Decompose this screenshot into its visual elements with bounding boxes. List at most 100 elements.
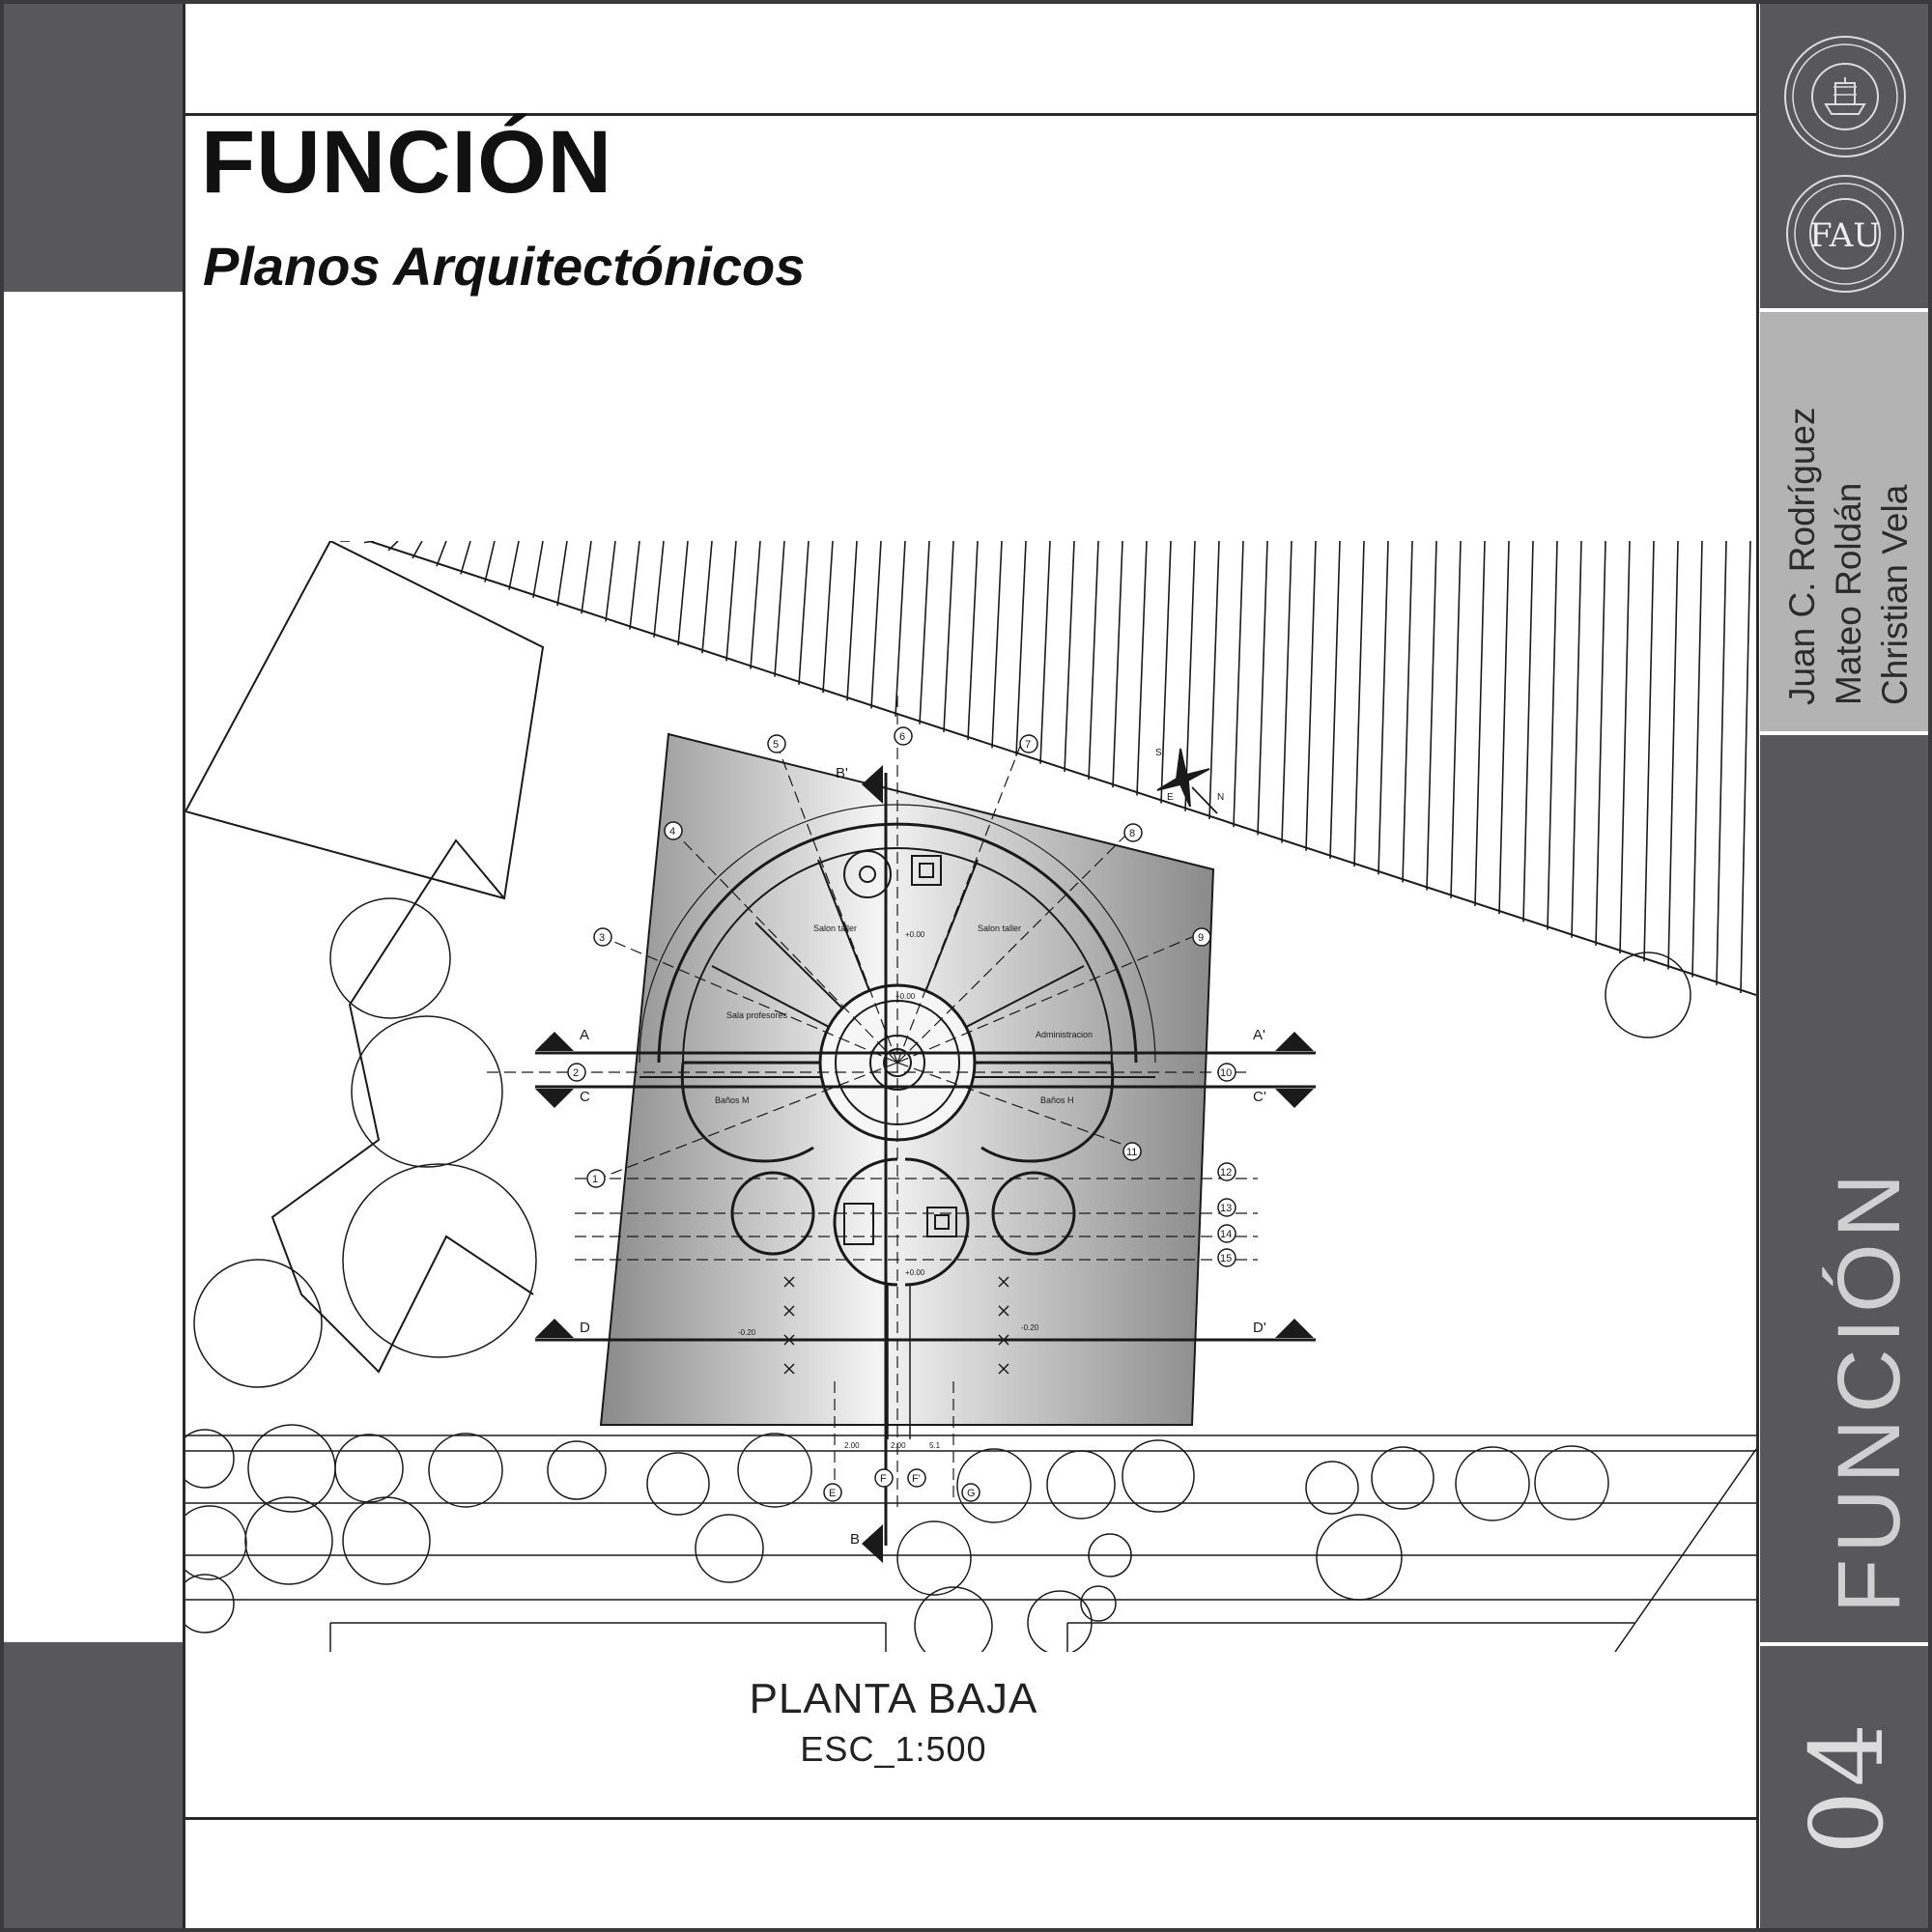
hatch-line (1522, 541, 1534, 923)
floor-plan-drawing: Salon taller Salon taller Sala profesore… (185, 541, 1756, 1652)
level-label: +0.00 (905, 930, 925, 939)
hatch-line (677, 541, 689, 646)
hatch-line (1064, 541, 1075, 772)
axis-letter: G (967, 1488, 976, 1499)
axis-bubbles (567, 726, 1236, 1502)
axis-letter: F' (912, 1473, 921, 1485)
axis-label: 5 (773, 739, 779, 751)
secondary-volumes (730, 1157, 1076, 1287)
street-edge-line (368, 541, 1756, 996)
hatch-line (1426, 541, 1437, 891)
fau-seal-icon: FAU (1786, 175, 1904, 293)
author-name: Mateo Roldán (1829, 482, 1868, 705)
hatch-line (774, 541, 785, 677)
hatch-line (1305, 541, 1317, 851)
hatch-line (1112, 541, 1123, 788)
axis-label: 3 (599, 932, 605, 944)
section-mark: C' (1253, 1089, 1266, 1105)
axis-label: 4 (669, 826, 675, 838)
hatch-line (895, 541, 906, 717)
fau-logo-text: FAU (1809, 216, 1881, 255)
dimension-label: 2.00 (844, 1441, 860, 1450)
sheet-number: 04 (1788, 1719, 1906, 1855)
sheet-number-band (1760, 1646, 1928, 1928)
author-name: Juan C. Rodríguez (1782, 407, 1822, 705)
column-marks (783, 1276, 1009, 1375)
hatch-line (1233, 541, 1244, 828)
axis-label: 13 (1220, 1203, 1232, 1214)
left-band-top (4, 4, 184, 292)
plan-scale: ESC_1:500 (800, 1729, 987, 1769)
hatch-line (1619, 541, 1631, 954)
hatch-line (846, 541, 858, 701)
street-lines (185, 1435, 1756, 1652)
hatch-line (1740, 541, 1751, 994)
compass-letter: N (1217, 792, 1224, 803)
hatch-line (629, 541, 640, 630)
page-subtitle: Planos Arquitectónicos (203, 236, 806, 297)
section-mark: A (580, 1027, 589, 1043)
hatch-line (725, 541, 737, 662)
axis-label: 2 (573, 1067, 579, 1079)
dimension-label: 5.1 (929, 1441, 941, 1450)
hatch-line (1643, 541, 1655, 962)
hatch-line (1474, 541, 1486, 907)
hatch-line (387, 541, 399, 552)
hatch-line (701, 541, 713, 654)
right-frame-line (1756, 4, 1759, 1928)
hatched-street-band (340, 541, 1751, 994)
author-name: Christian Vela (1875, 484, 1915, 705)
section-mark: B (850, 1531, 860, 1548)
hatch-line (1571, 541, 1582, 938)
axis-label: 15 (1220, 1253, 1232, 1264)
section-mark: A' (1253, 1027, 1265, 1043)
entrance-ramp (887, 1285, 911, 1439)
hatch-line (1402, 541, 1413, 883)
compass-letter: S (1155, 748, 1162, 758)
hatch-line (436, 541, 447, 567)
section-mark: D (580, 1320, 590, 1336)
axis-label: 10 (1220, 1067, 1232, 1079)
section-lines (535, 773, 1316, 1546)
axis-label: 1 (592, 1174, 598, 1185)
hatch-line (556, 541, 568, 607)
axis-label: 7 (1025, 739, 1031, 751)
left-band-bottom (4, 1642, 184, 1928)
axis-label: 8 (1129, 828, 1135, 839)
axis-letter: E (829, 1488, 836, 1499)
hatch-line (870, 541, 882, 709)
hatch-line (1329, 541, 1341, 859)
hatch-line (653, 541, 665, 638)
page-title: FUNCIÓN (201, 113, 613, 212)
room-label: Salon taller (813, 923, 857, 933)
hatch-line (532, 541, 544, 599)
hatch-line (1257, 541, 1268, 836)
hatch-line (1450, 541, 1462, 898)
axis-label: 11 (1126, 1147, 1137, 1158)
hatch-line (1353, 541, 1365, 867)
hatch-line (1015, 541, 1027, 756)
authors-band (1760, 312, 1928, 731)
section-mark: D' (1253, 1320, 1266, 1336)
hatch-line (798, 541, 810, 685)
hatch-line (1281, 541, 1293, 843)
room-label: Salon taller (978, 923, 1021, 933)
hatch-line (1160, 541, 1172, 804)
section-markers (535, 765, 1314, 1563)
dimension-label: 2.00 (891, 1441, 906, 1450)
hatch-line (1378, 541, 1389, 875)
left-frame-line (183, 4, 185, 1928)
section-label: FUNCIÓN (1820, 1167, 1918, 1613)
hatch-line (822, 541, 834, 694)
hatch-line (484, 541, 496, 582)
axis-label: 12 (1220, 1167, 1232, 1179)
level-label: +0.00 (905, 1268, 925, 1277)
compass-letter: E (1167, 792, 1174, 803)
hatch-line (605, 541, 616, 622)
level-label: -0.20 (738, 1328, 756, 1337)
plot-boundary (185, 541, 545, 900)
plan-title: PLANTA BAJA (749, 1675, 1038, 1722)
room-label: Administracion (1036, 1030, 1093, 1039)
grid-axes (487, 696, 1258, 1507)
hatch-line (991, 541, 1003, 749)
